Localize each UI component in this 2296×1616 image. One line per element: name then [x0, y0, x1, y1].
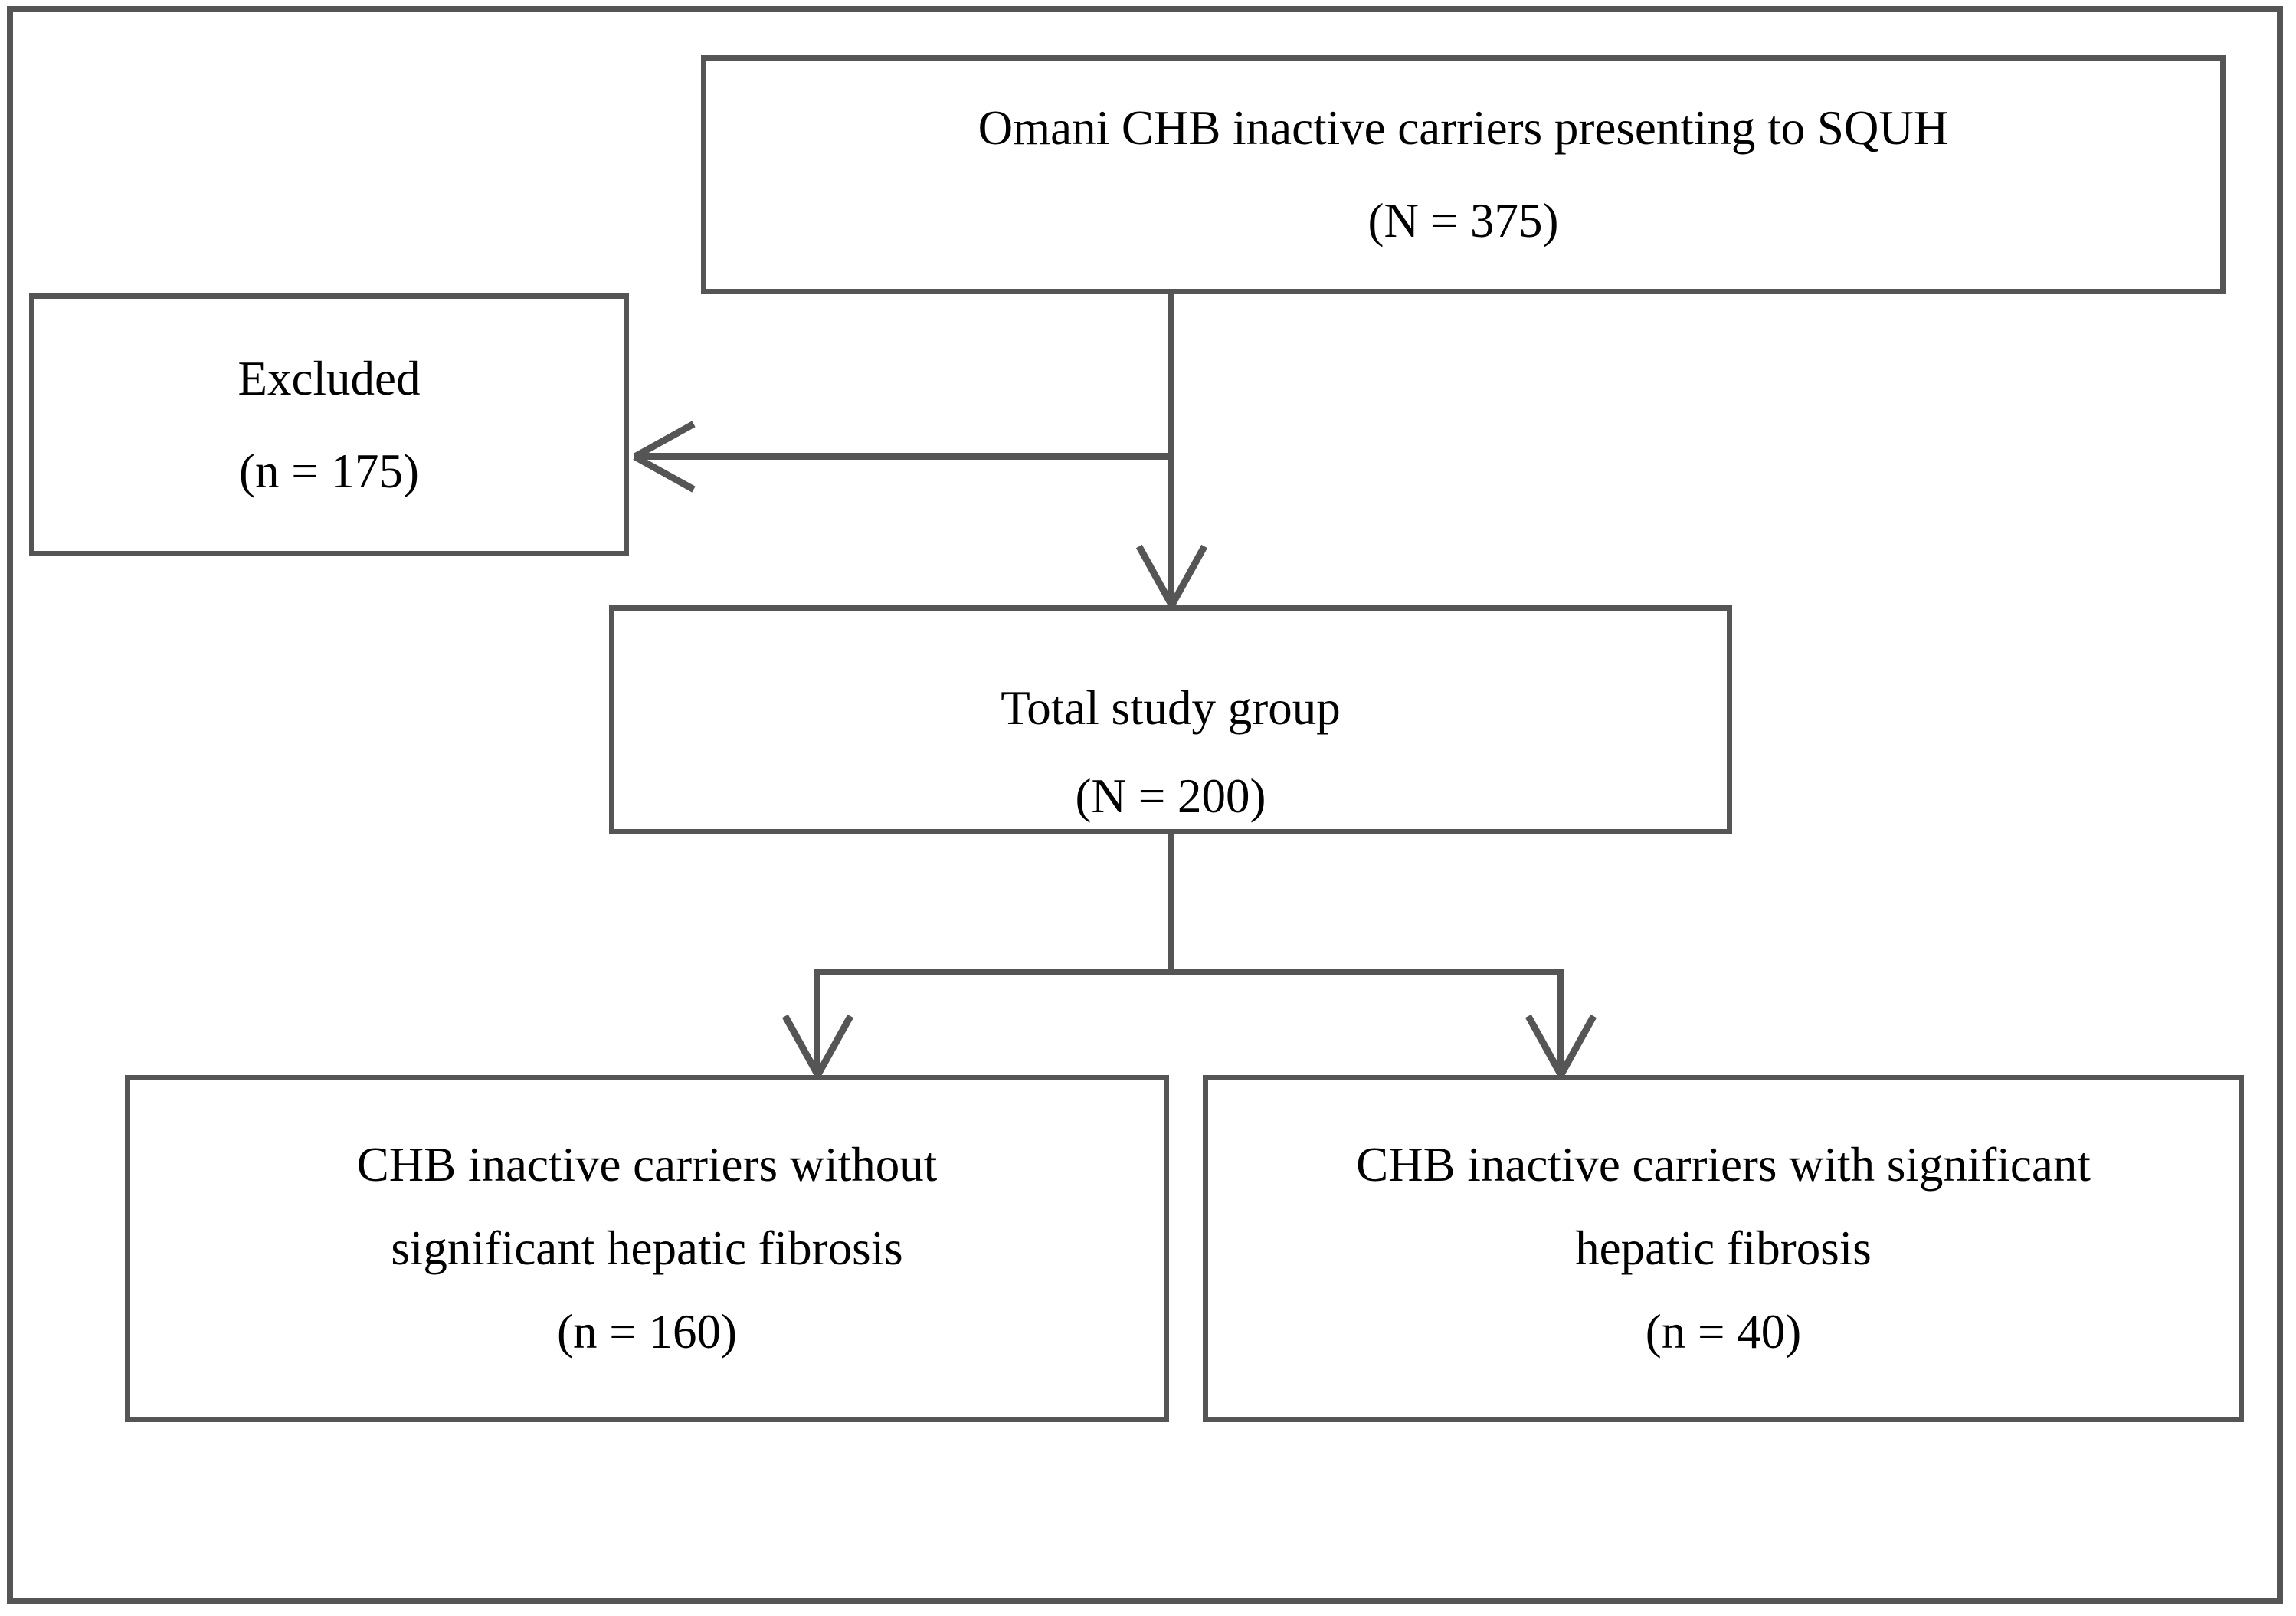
node-with-significant-fibrosis-count: (n = 40) — [1645, 1305, 1802, 1359]
node-without-significant-fibrosis-count: (n = 160) — [557, 1305, 737, 1359]
node-with-significant-fibrosis: CHB inactive carriers with significant h… — [1203, 1075, 2244, 1422]
node-without-significant-fibrosis: CHB inactive carriers without significan… — [125, 1075, 1169, 1422]
node-total-study-group-label: Total study group — [1001, 681, 1341, 735]
node-total-study-group-count: (N = 200) — [1075, 769, 1266, 823]
connector-source-to-excluded-branch — [634, 453, 1171, 460]
connector-total-to-without-fibrosis-drop — [814, 969, 820, 1076]
node-excluded-count: (n = 175) — [239, 444, 419, 498]
node-total-study-group: Total study group (N = 200) — [609, 605, 1732, 834]
node-with-significant-fibrosis-line1: CHB inactive carriers with significant — [1356, 1138, 2091, 1192]
node-source-population: Omani CHB inactive carriers presenting t… — [701, 55, 2226, 294]
node-without-significant-fibrosis-line1: CHB inactive carriers without — [356, 1138, 938, 1192]
connector-total-split-stem — [1168, 834, 1174, 975]
node-with-significant-fibrosis-line2: hepatic fibrosis — [1575, 1221, 1872, 1275]
node-source-population-count: (N = 375) — [1367, 194, 1559, 247]
node-without-significant-fibrosis-line2: significant hepatic fibrosis — [391, 1221, 903, 1275]
connector-total-to-with-fibrosis-drop — [1557, 969, 1564, 1076]
node-source-population-line1: Omani CHB inactive carriers presenting t… — [978, 101, 1949, 155]
node-excluded-label: Excluded — [237, 351, 421, 405]
page-border — [7, 6, 2283, 1604]
connector-source-to-total-stem — [1168, 293, 1174, 608]
node-excluded: Excluded (n = 175) — [29, 293, 629, 556]
connector-total-split-bus — [814, 969, 1564, 975]
